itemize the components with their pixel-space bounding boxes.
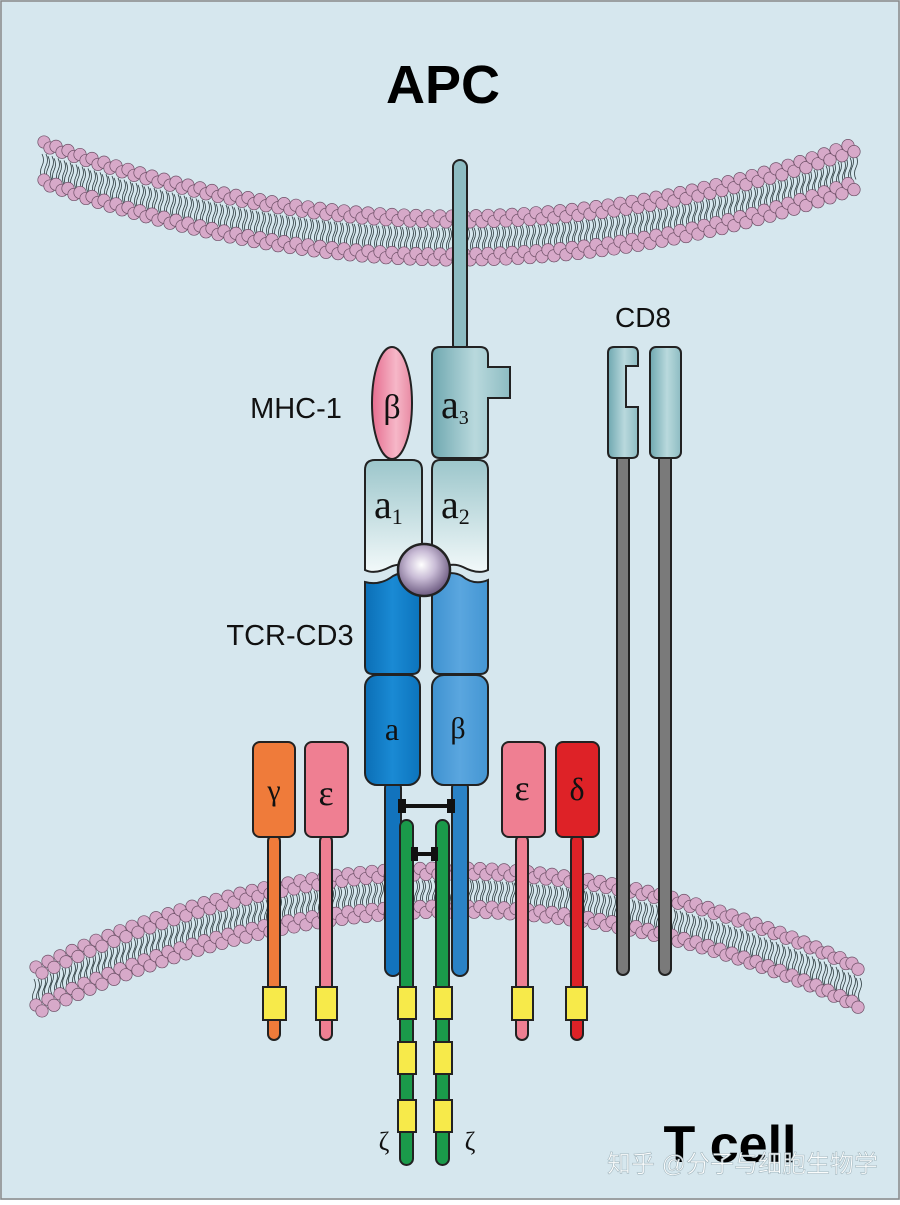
tcr-beta-variable xyxy=(431,572,489,675)
zeta-itam xyxy=(397,986,417,1020)
tcr-alpha-variable xyxy=(364,571,421,675)
tcr-cd3-label: TCR-CD3 xyxy=(226,620,353,652)
cd8-alpha-head xyxy=(607,346,639,459)
cd3-epsilon-right-domain xyxy=(501,741,546,838)
cd3-delta-chain: δ xyxy=(555,741,600,1041)
zeta-itam xyxy=(397,1041,417,1075)
alpha1-domain xyxy=(364,459,423,578)
cd3-delta-domain xyxy=(555,741,600,838)
t-cell-label: T cell xyxy=(664,1116,797,1174)
cd3-epsilon-right-chain: ε xyxy=(501,741,546,1041)
zeta-dimer: ζ ζ xyxy=(379,819,476,1166)
cd8-alpha-stalk xyxy=(616,449,630,976)
zeta-itam xyxy=(433,1041,453,1075)
beta2-label: β xyxy=(383,389,400,426)
cd8-coreceptor: CD8 xyxy=(607,302,682,976)
cd3-gamma-chain: γ xyxy=(252,741,296,1041)
cd3-epsilon-left-label: ε xyxy=(318,773,333,813)
alpha2-label: a2 xyxy=(441,482,470,529)
zeta-bond-end-right xyxy=(431,847,438,861)
cd8-beta-head xyxy=(649,346,682,459)
cd3-epsilon-left-domain xyxy=(304,741,349,838)
alpha2-domain xyxy=(431,459,489,578)
cd3-epsilon-left-chain: ε xyxy=(304,741,349,1041)
tcr-heterodimer: a β xyxy=(364,571,489,977)
zeta-right-label: ζ xyxy=(465,1127,476,1156)
zeta-itam xyxy=(397,1099,417,1133)
cd3-epsilon-right-itam xyxy=(511,986,534,1021)
cd3-gamma-domain xyxy=(252,741,296,838)
watermark-text: 知乎 @分子与细胞生物学 xyxy=(607,1151,878,1178)
peptide xyxy=(396,542,452,598)
cd3-delta-itam xyxy=(565,986,588,1021)
zeta-bond-end-left xyxy=(411,847,418,861)
cd3-epsilon-right-label: ε xyxy=(514,768,529,808)
apc-label: APC xyxy=(386,55,500,115)
cd8-label: CD8 xyxy=(615,302,671,333)
tcr-beta-constant xyxy=(431,674,489,786)
tcr-alpha-label: a xyxy=(385,711,399,747)
zeta-left-label: ζ xyxy=(379,1127,390,1156)
disulfide-bonds xyxy=(398,799,455,861)
zeta-itams xyxy=(397,986,453,1133)
cd3-epsilon-left-itam xyxy=(315,986,338,1021)
alpha3-domain xyxy=(431,346,511,459)
alpha1-label: a1 xyxy=(374,482,403,529)
tcr-beta-label: β xyxy=(450,712,465,745)
cd8-beta-stalk xyxy=(658,449,672,976)
tcr-bond-end-right xyxy=(447,799,455,813)
cd3-gamma-label: γ xyxy=(266,774,280,807)
cd3-gamma-itam xyxy=(262,986,287,1021)
mhc-transmembrane-stalk xyxy=(452,159,468,353)
cd3-delta-label: δ xyxy=(569,771,584,807)
alpha3-label: a3 xyxy=(441,382,469,429)
zeta-itam xyxy=(433,1099,453,1133)
tcr-bond-end-left xyxy=(398,799,406,813)
tcr-alpha-constant xyxy=(364,674,421,786)
zeta-itam xyxy=(433,986,453,1020)
mhc-class-1: a3 β a1 a2 xyxy=(364,159,511,578)
mhc-label: MHC-1 xyxy=(250,393,342,425)
